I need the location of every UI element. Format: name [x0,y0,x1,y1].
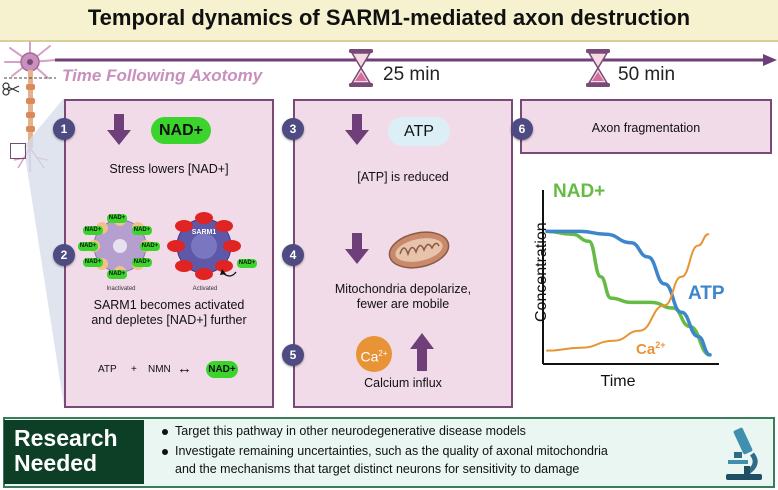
timeline-label: Time Following Axotomy [62,66,263,85]
equation-arrow: ↔ [177,360,192,377]
equation-nmn: NMN [148,364,171,375]
nad-tag: NAD+ [83,226,103,235]
step-number: 2 [53,244,75,266]
nad-tag: NAD+ [78,242,98,251]
nad-badge: NAD+ [151,117,211,144]
step-text: Stress lowers [NAD+] [109,162,229,176]
series-label-atp: ATP [688,283,725,304]
inactivated-label: Inactivated [106,286,136,292]
x-axis-label: Time [600,373,636,390]
nad-tag: NAD+ [237,259,257,268]
equation-atp: ATP [98,364,117,375]
neuron-illustration [4,41,57,172]
research-bullet: Investigate remaining uncertainties, suc… [175,444,608,458]
step-number: 1 [53,118,75,140]
page-title: Temporal dynamics of SARM1-mediated axon… [87,5,691,30]
bullet-dot [162,449,168,455]
time-mark-50: 50 min [618,64,676,85]
series-label-ca: Ca2+ [636,340,666,358]
zoom-box [10,143,26,159]
title-bar [0,0,778,42]
step-text: fewer are mobile [356,297,450,311]
series-line-2 [546,233,710,352]
step-text: Calcium influx [364,376,442,390]
nad-tag: NAD+ [132,258,152,267]
step-text: and depletes [NAD+] further [91,313,247,327]
step-text: SARM1 becomes activated [93,298,245,312]
up-arrow-icon [410,333,434,371]
bullet-dot [162,429,168,435]
panel-stage-3 [520,99,772,154]
equation-plus: + [131,364,137,375]
nad-tag: NAD+ [83,258,103,267]
zoom-wedge [24,98,64,406]
concentration-chart [542,190,719,365]
nad-tag: NAD+ [140,242,160,251]
nad-tag: NAD+ [107,214,127,223]
sarm1-label: SARM1 [191,229,217,236]
sarm1-activated-complex [167,212,241,280]
microscope-icon [726,427,762,480]
step-number: 3 [282,118,304,140]
nad-badge: NAD+ [206,361,238,378]
scissors-icon [2,82,20,96]
hourglass-icon [586,49,610,87]
nad-tag: NAD+ [132,226,152,235]
timeline-arrow [55,54,777,66]
mitochondrion-icon [388,231,450,269]
calcium-ion-icon: Ca2+ [356,336,392,372]
step-text: Mitochondria depolarize, [334,282,472,296]
series-label-nad: NAD+ [553,181,606,202]
down-arrow-icon [345,114,369,145]
time-mark-25: 25 min [383,64,441,85]
series-line-0 [545,229,712,357]
research-heading: Research Needed [4,420,144,484]
step-text: Axon fragmentation [591,121,701,135]
step-number: 5 [282,344,304,366]
atp-badge: ATP [388,117,450,146]
y-axis-label: Concentration [533,222,550,322]
research-bullet: and the mechanisms that target distinct … [175,462,580,476]
step-number: 4 [282,244,304,266]
activated-label: Activated [192,286,218,292]
nad-tag: NAD+ [107,270,127,279]
research-bullet: Target this pathway in other neurodegene… [175,424,526,438]
down-arrow-icon [345,233,369,264]
step-text: [ATP] is reduced [357,170,449,184]
down-arrow-icon [107,114,131,145]
step-number: 6 [511,118,533,140]
series-line-1 [545,229,712,357]
hourglass-icon [349,49,373,87]
